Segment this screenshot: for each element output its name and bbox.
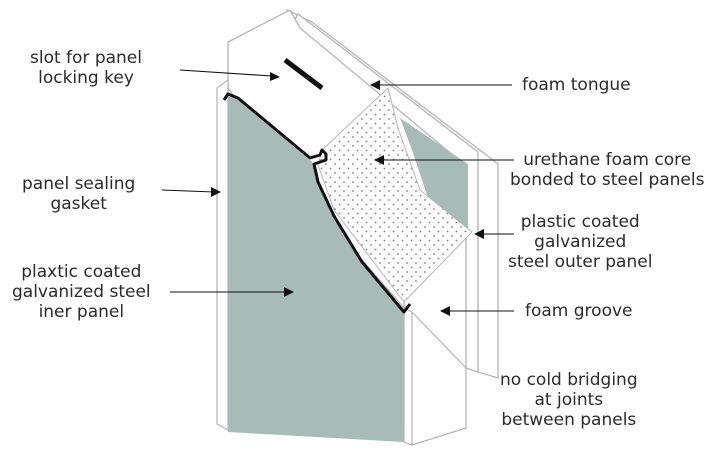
label-no-cold-bridging: no cold bridging at joints between panel… xyxy=(500,370,638,430)
label-line: foam tongue xyxy=(522,75,631,95)
foam-groove-strip xyxy=(403,307,413,446)
leader-lines xyxy=(161,69,514,312)
label-line: no cold bridging xyxy=(500,370,638,390)
leader-arrowheads xyxy=(211,72,484,316)
label-line: locking key xyxy=(38,68,134,88)
label-line: at joints xyxy=(534,390,604,410)
label-foam-tongue: foam tongue xyxy=(522,75,631,95)
label-line: slot for panel xyxy=(30,48,142,68)
label-outer-panel: plastic coated galvanized steel outer pa… xyxy=(508,212,652,272)
label-line: gasket xyxy=(50,194,107,214)
inner-steel-panel xyxy=(228,96,404,442)
label-foam-groove: foam groove xyxy=(525,301,633,321)
label-locking-key-slot: slot for panel locking key xyxy=(30,48,142,88)
label-line: panel sealing xyxy=(22,174,136,194)
sealing-gasket-strip xyxy=(216,78,229,432)
label-line: iner panel xyxy=(38,302,125,322)
label-line: between panels xyxy=(501,410,637,430)
label-line: urethane foam core xyxy=(523,150,692,170)
label-line: plastic coated xyxy=(520,212,640,232)
label-sealing-gasket: panel sealing gasket xyxy=(22,174,135,214)
urethane-foam-core xyxy=(317,87,473,303)
label-foam-core: urethane foam core bonded to steel panel… xyxy=(510,150,704,190)
label-line: plaxtic coated xyxy=(21,262,142,282)
inner-panel-edge xyxy=(222,92,412,314)
label-line: foam groove xyxy=(525,301,633,321)
outer-panel-face xyxy=(400,118,468,232)
label-line: bonded to steel panels xyxy=(510,170,705,190)
locking-key-slot xyxy=(283,58,324,90)
label-line: galvanized steel xyxy=(12,282,151,302)
label-inner-panel: plaxtic coated galvanized steel iner pan… xyxy=(12,262,151,322)
panel-bottom-edge xyxy=(411,311,467,446)
label-line: galvanized xyxy=(534,232,627,252)
label-line: steel outer panel xyxy=(508,252,653,272)
